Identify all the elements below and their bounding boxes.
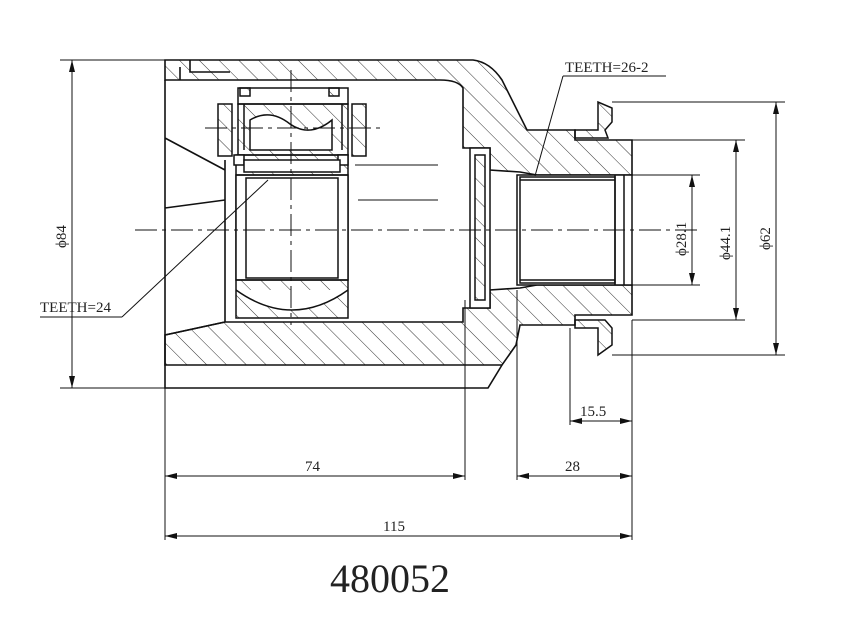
dim-15-5-label: 15.5: [580, 404, 606, 420]
dust-shield: [574, 100, 613, 357]
dim-28-label: 28: [565, 459, 580, 475]
bearing-ring-top-right: [328, 87, 340, 97]
housing-bottom-outline: [164, 364, 503, 389]
part-number: 480052: [330, 556, 450, 601]
dim-dia-84-label: ϕ84: [54, 225, 70, 248]
center-lines: [135, 70, 700, 325]
roller-core: [249, 114, 333, 151]
dust-shield-lower: [574, 319, 613, 357]
spline-inner-box: [245, 177, 339, 279]
dim-115-label: 115: [383, 519, 405, 535]
dim-dia-28-1-label: ϕ28.1: [674, 222, 690, 256]
housing-inner-bore: [164, 80, 226, 365]
dimension-arrows: [69, 60, 779, 539]
housing-lower-wall: [164, 284, 633, 366]
roller-assembly: [217, 87, 367, 319]
needle-cage-left: [217, 103, 233, 157]
teeth-24-label: TEETH=24: [40, 300, 111, 316]
dimension-lines: [40, 59, 785, 540]
stub-seat-inner: [474, 154, 486, 301]
needle-cage-right: [351, 103, 367, 157]
dust-shield-upper: [574, 100, 613, 139]
dim-dia-62-label: ϕ62: [758, 227, 774, 250]
spider-boss-lower-arc: [235, 289, 349, 311]
dim-74-label: 74: [305, 459, 321, 475]
dim-dia-44-1-label: ϕ44.1: [718, 226, 734, 260]
teeth-26-label: TEETH=26-2: [565, 60, 648, 76]
housing-top-lip: [179, 60, 230, 80]
bearing-ring-top-left: [239, 87, 251, 97]
